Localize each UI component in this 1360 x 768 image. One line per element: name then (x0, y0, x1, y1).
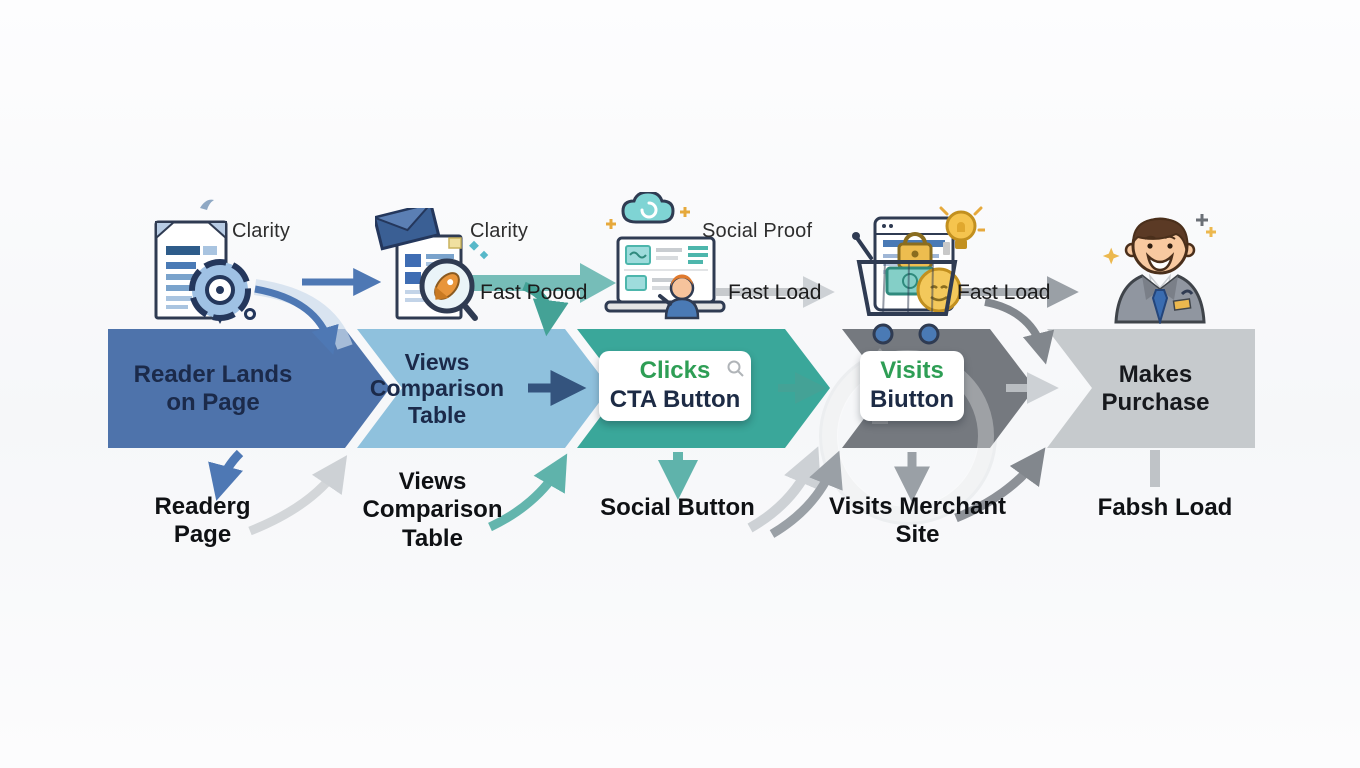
label-clarity-2: Clarity (470, 220, 529, 242)
hair (1132, 217, 1189, 251)
target-badge-icon (189, 259, 251, 324)
biutton-text: Biutton (870, 386, 954, 413)
arrow-email-to-laptop (462, 263, 616, 303)
arrow-doc-down-into-band (254, 285, 339, 355)
cart-frame-icon (852, 232, 958, 345)
sparkle-icon (479, 250, 489, 260)
magnifier-glyph-icon (727, 360, 744, 377)
cta-button-card: Clicks CTA Button (599, 351, 751, 421)
label-fast-load-2: Fast Load (957, 281, 1051, 304)
bottom-label-social-button: Social Button (600, 494, 755, 521)
cloud-laptop-person-icon (604, 192, 726, 320)
bottom-label-views-table: Views Comparison Table (362, 468, 503, 552)
envelope-icon (375, 208, 441, 251)
stage-label-makes-purchase: Makes Purchase (1101, 360, 1210, 416)
happy-customer-icon (1102, 214, 1216, 324)
stage-label-views-table: Views Comparison Table (369, 348, 505, 428)
sparkle-icon (606, 219, 616, 229)
sparkle-icon (1196, 214, 1208, 226)
suit (1114, 273, 1206, 324)
sparkle-icon (680, 207, 690, 217)
label-social-proof: Social Proof (702, 220, 813, 242)
lightbulb-icon (939, 206, 985, 255)
label-fast-poood: Fast Poood (480, 281, 588, 304)
sparkle-icon (1102, 247, 1120, 265)
bottom-label-fabsh-load: Fabsh Load (1097, 494, 1233, 521)
document-target-icon (154, 199, 256, 324)
email-document-magnifier-icon (375, 208, 489, 321)
stage-chevron-reader-lands (108, 329, 390, 448)
arrow-band-down-to-readerg (208, 449, 244, 501)
arrow-email-down-into-band (522, 281, 569, 337)
stage-chevron-makes-purchase (1047, 329, 1255, 448)
person-icon (658, 274, 700, 320)
smile (1145, 252, 1175, 272)
label-clarity-1: Clarity (232, 220, 291, 242)
visits-button-card: Visits Biutton (860, 351, 964, 421)
label-fast-load-1: Fast Load (728, 281, 822, 304)
bottom-label-readerg-page: Readerg Page (154, 493, 251, 549)
arrow-social-up-light (747, 446, 821, 533)
arrow-views-up-to-band (488, 453, 568, 532)
stage-label-reader-lands: Reader Lands on Page (133, 360, 293, 416)
clicks-text: Clicks (639, 357, 711, 385)
arrow-merchant-up-to-band (954, 447, 1046, 523)
stage-chevron-views-table (357, 329, 610, 448)
arrow-readerg-up-to-band (248, 455, 348, 536)
cloud-icon (621, 192, 675, 224)
arrow-cart-down-into-band (984, 298, 1055, 365)
cart-checkout-icon (852, 206, 985, 345)
cta-button-text: CTA Button (609, 386, 741, 413)
sparkle-icon (1206, 227, 1216, 237)
arrow-social-up-dark (769, 450, 843, 538)
bottom-label-visits-merchant: Visits Merchant Site (829, 493, 1006, 549)
visits-text: Visits (880, 357, 944, 385)
magnifier-rocket-icon (419, 258, 478, 321)
quill-icon (200, 199, 214, 210)
